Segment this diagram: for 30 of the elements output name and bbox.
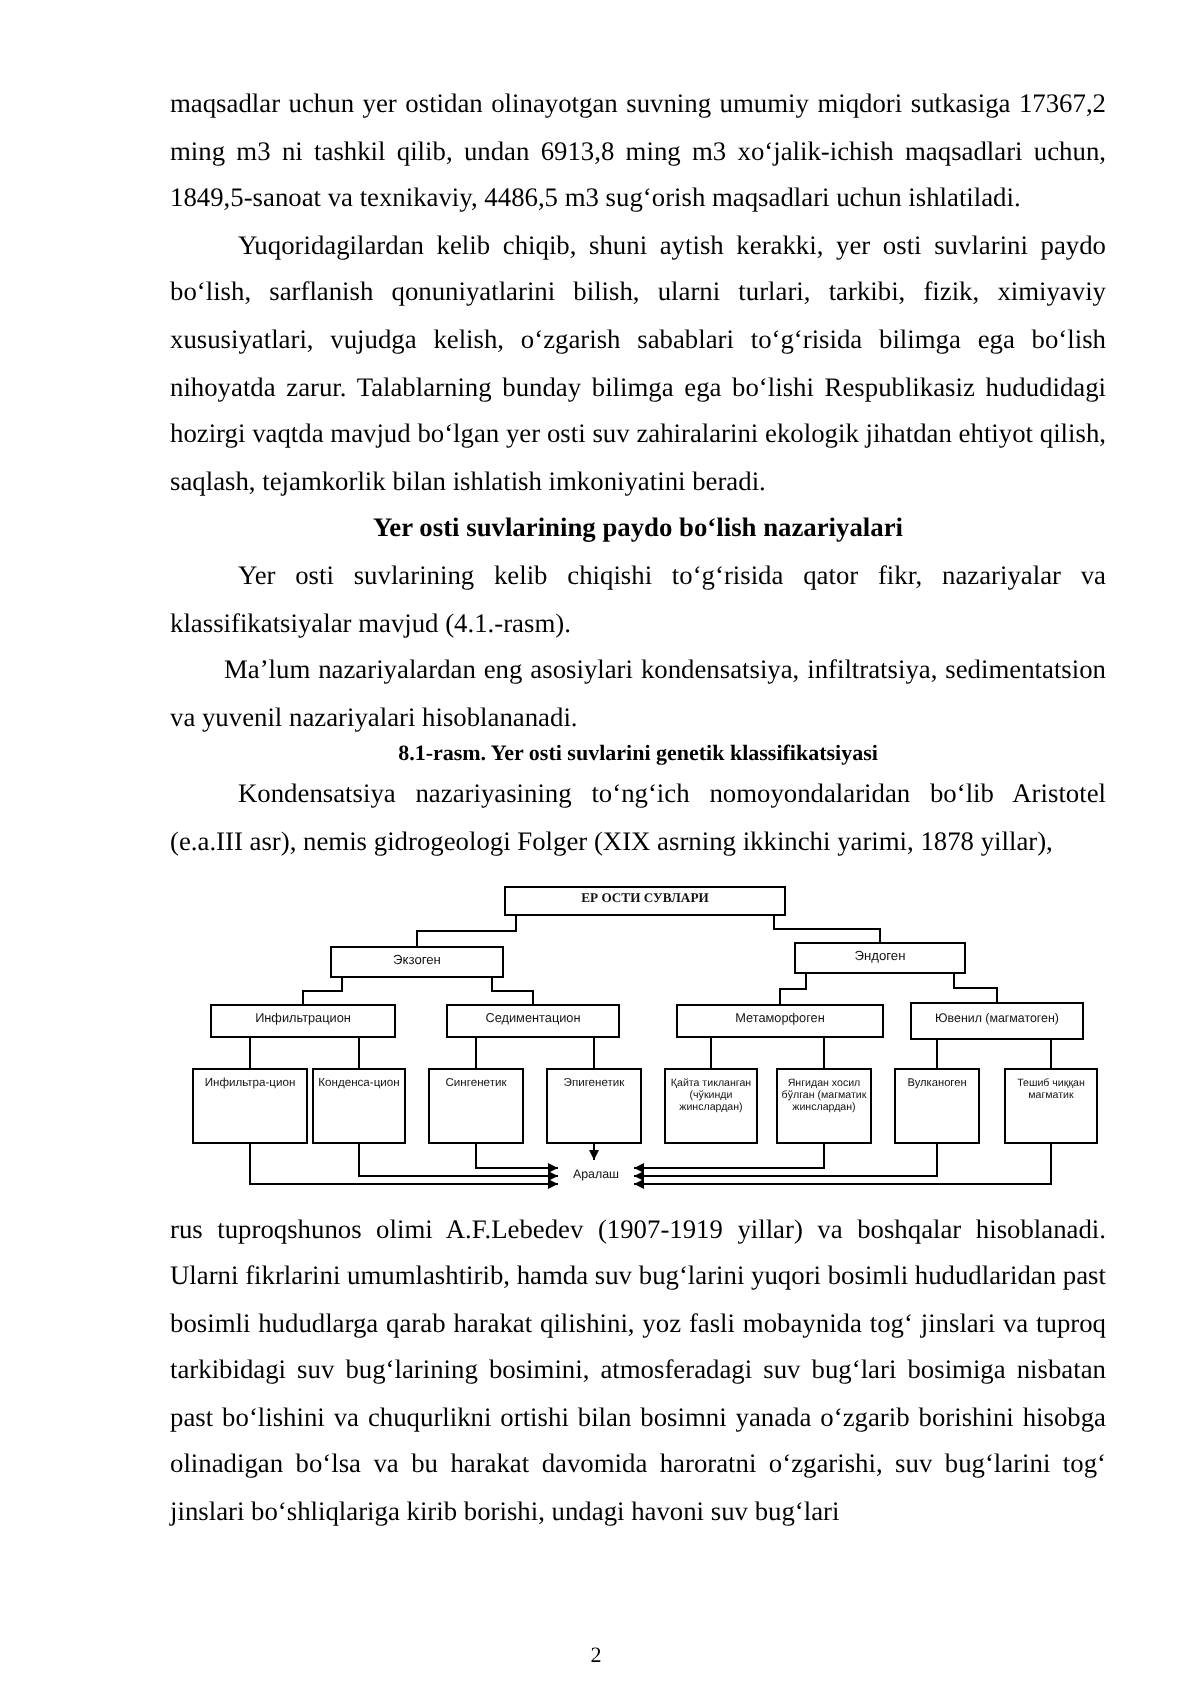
connector-line — [823, 1036, 825, 1068]
arrow — [633, 1142, 825, 1172]
body-paragraph: Yer osti suvlarining kelib chiqishi to‘g‘risida qator fikr, nazariyalar va klassifikatsiyalar mavjud (4.1.-rasm). — [170, 557, 1106, 642]
connector-line — [1050, 1038, 1052, 1068]
body-paragraph: maqsadlar uchun yer ostidan olinayotgan suvning umumiy miqdori sutkasiga 17367,2 ming m3 ni tashkil qilib, undan 6913,8 ming m3 xo‘jalik-ichish maqsadlari uchun, 1849,5-sanoat va texnikaviy, 4486,5 m3 sug‘orish maqsadlari uchun ishlatiladi. — [170, 86, 1106, 217]
body-paragraph: Kondensatsiya nazariyasining to‘ng‘ich nomoyondalaridan bo‘lib Aristotel (e.a.III asr), nemis gidrogeologi Folger (XIX asrning ikkinchi yarimi, 1878 yillar), — [170, 776, 1106, 860]
connector-line — [773, 914, 881, 942]
connector-line — [491, 976, 534, 1004]
connector-line — [710, 1036, 712, 1068]
arrow — [633, 1142, 1052, 1188]
figure-caption: 8.1-rasm. Yer osti suvlarini genetik klassifikatsiyasi — [396, 740, 880, 771]
connector-line — [779, 972, 807, 1004]
body-paragraph: rus tuproqshunos olimi A.F.Lebedev (1907-1919 yillar) va boshqalar hisoblanadi. Ularni fikrlarini umumlashtirib, hamda suv bug‘larini yuqori bosimli hududlaridan past bosimli hududlarga qarab harakat qilishini, yoz fasli mobaynida tog‘ jinslari va tuproq tarkibidagi suv bug‘larining bosimini, atmosferadagi suv bug‘lari bosimiga nisbatan past bo‘lishini va chuqurlikni ortishi bilan bosimni yanada o‘zgarib borishini hisobga olinadigan bo‘lsa va bu harakat davomida haroratni o‘zgarishi, suv bug‘larini tog‘ jinslari bo‘shliqlariga kirib borishi, undagi havoni suv bug‘lari — [170, 1211, 1106, 1531]
arrow — [633, 1142, 938, 1180]
page-number: 2 — [588, 1644, 604, 1668]
connector-line — [249, 1036, 251, 1068]
arrow — [249, 1142, 559, 1188]
connector-line — [936, 1038, 938, 1068]
connector-line — [593, 1036, 595, 1068]
connector-line — [416, 914, 517, 946]
arrow — [358, 1142, 559, 1180]
connector-line — [475, 1036, 477, 1068]
body-paragraph: Ma’lum nazariyalardan eng asosiylari kondensatsiya, infiltratsiya, sedimentatsion va yuvenil nazariyalari hisoblananadi. — [170, 652, 1106, 736]
body-paragraph: Yuqoridagilardan kelib chiqib, shuni aytish kerakki, yer osti suvlarini paydo bo‘lish, sarflanish qonuniyatlarini bilish, ularni turlari, tarkibi, fizik, ximiyaviy xususiyatlari, vujudga kelish, o‘zgarish sabablari to‘g‘risida bilimga ega bo‘lish nihoyatda zarur. Talablarning bunday bilimga ega bo‘lishi Respublikasiz hududidagi hozirgi vaqtda mavjud bo‘lgan yer osti suv zahiralarini ekologik jihatdan ehtiyot qilish, saqlash, tejamkorlik bilan ishlatish imkoniyatini beradi. — [170, 227, 1106, 500]
connector-line — [302, 976, 343, 1004]
arrow — [475, 1142, 559, 1172]
arrow — [589, 1142, 599, 1160]
section-heading: Yer osti suvlarining paydo bo‘lish nazariyalari — [371, 510, 905, 547]
connector-line — [953, 972, 998, 1002]
connector-line — [358, 1036, 360, 1068]
